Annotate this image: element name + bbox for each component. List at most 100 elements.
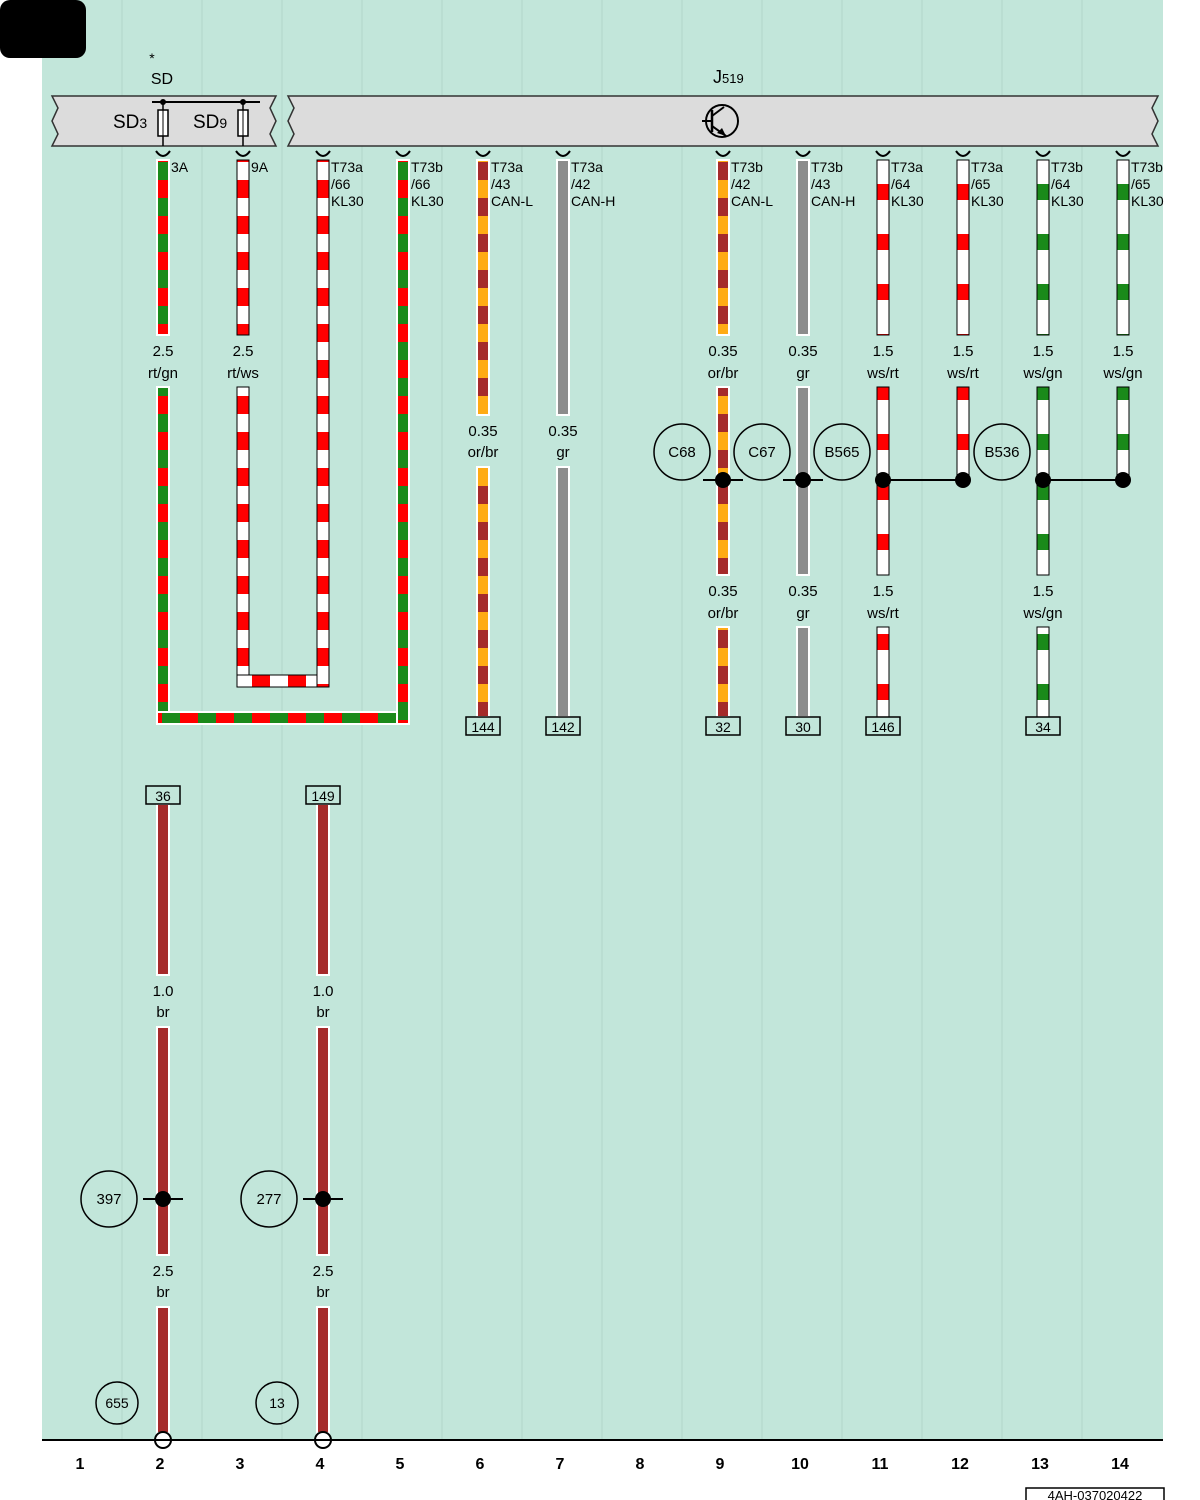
fuse-box-label: SD xyxy=(151,71,173,88)
wire-size: 1.0 xyxy=(153,983,174,1000)
track-number: 8 xyxy=(636,1456,645,1473)
ref-149: 149 xyxy=(311,788,335,804)
wire-color: ws/gn xyxy=(1022,605,1062,622)
fuse-sd9-label: SD9 xyxy=(193,112,227,133)
wire-size: 0.35 xyxy=(788,583,817,600)
page-corner-tab xyxy=(0,0,86,58)
wire-color: rt/ws xyxy=(227,365,259,382)
wire-rtgn xyxy=(156,711,410,725)
wire-size: 1.5 xyxy=(1033,583,1054,600)
pin-label: KL30 xyxy=(1051,193,1084,209)
wire-wsgn xyxy=(1116,159,1130,336)
splice-labels: C68 C67 B565 B536 397 277 655 13 xyxy=(96,444,1019,1411)
wire-color: gr xyxy=(796,365,809,382)
wire-wsrt xyxy=(876,626,890,718)
pin-label: /65 xyxy=(971,176,991,192)
wire-rtgn xyxy=(156,159,170,336)
wire-orbr xyxy=(716,626,730,718)
ground-655: 655 xyxy=(105,1395,129,1411)
track-number: 1 xyxy=(76,1456,85,1473)
wire-size: 1.5 xyxy=(873,583,894,600)
wire-br xyxy=(316,803,330,976)
wire-color: or/br xyxy=(708,365,739,382)
pin-label: /66 xyxy=(331,176,351,192)
pin-label: CAN-H xyxy=(811,193,855,209)
wire-rtws xyxy=(236,159,250,336)
wire-color: ws/rt xyxy=(866,365,899,382)
pin-label: T73b xyxy=(411,159,443,175)
wire-rtgn xyxy=(396,159,410,725)
pin-label: CAN-H xyxy=(571,193,615,209)
pin-label: /42 xyxy=(731,176,751,192)
pin-label: /43 xyxy=(811,176,831,192)
pin-labels: 3A 9A T73a /66 KL30 T73b /66 KL30 T73a /… xyxy=(171,159,1164,209)
fuse-sd3-label: SD3 xyxy=(113,112,147,133)
wire-labels: 2.5 rt/gn 2.5 rt/ws 0.35 or/br 0.35 gr 0… xyxy=(148,343,1143,1301)
pin-label: /42 xyxy=(571,176,591,192)
splice-b565: B565 xyxy=(824,444,859,461)
pin-label: KL30 xyxy=(971,193,1004,209)
pin-label: T73b xyxy=(811,159,843,175)
reference-labels: 144 142 32 30 146 34 36 149 xyxy=(155,719,1051,804)
pin-label: /64 xyxy=(891,176,911,192)
transistor-icon xyxy=(702,104,739,138)
wire-gr xyxy=(556,466,570,718)
pin-label: T73b xyxy=(731,159,763,175)
splice-c68: C68 xyxy=(668,444,696,461)
wire-color: ws/gn xyxy=(1022,365,1062,382)
splice-397: 397 xyxy=(96,1191,121,1208)
wire-br xyxy=(156,1026,170,1256)
track-number: 10 xyxy=(791,1456,809,1473)
fuse-box-sd: * SD SD3 SD9 xyxy=(50,50,278,147)
ref-146: 146 xyxy=(871,719,895,735)
wire-size: 1.0 xyxy=(313,983,334,1000)
pin-label: /43 xyxy=(491,176,511,192)
wire-color: or/br xyxy=(708,605,739,622)
wire-size: 1.5 xyxy=(1113,343,1134,360)
wire-size: 1.5 xyxy=(1033,343,1054,360)
wire-wsrt xyxy=(876,159,890,336)
wire-size: 0.35 xyxy=(708,583,737,600)
module-label: J519 xyxy=(713,67,744,87)
connector-pins xyxy=(155,150,1131,157)
track-number: 6 xyxy=(476,1456,485,1473)
ground-13: 13 xyxy=(269,1395,285,1411)
pin-label: /65 xyxy=(1131,176,1151,192)
wire-wsrt xyxy=(956,386,970,481)
wire-orbr xyxy=(716,159,730,336)
wire-size: 1.5 xyxy=(873,343,894,360)
pin-label: 3A xyxy=(171,159,189,175)
pin-label: KL30 xyxy=(1131,193,1164,209)
track-number: 12 xyxy=(951,1456,969,1473)
wire-wsgn xyxy=(1036,159,1050,336)
splice-277: 277 xyxy=(256,1191,281,1208)
wire-gr xyxy=(796,159,810,336)
track-numbers: 1 2 3 4 5 6 7 8 9 10 11 12 13 14 xyxy=(76,1456,1129,1473)
wire-gr xyxy=(796,626,810,718)
pin-label: T73b xyxy=(1131,159,1163,175)
pin-label: T73b xyxy=(1051,159,1083,175)
wire-br xyxy=(316,1306,330,1434)
wire-color: gr xyxy=(796,605,809,622)
wire-orbr xyxy=(476,466,490,718)
wire-wsrt xyxy=(956,159,970,336)
wire-color: br xyxy=(156,1284,169,1301)
wire-rtws xyxy=(236,674,330,688)
wire-color: br xyxy=(156,1004,169,1021)
doc-id-box xyxy=(1025,1487,1165,1500)
wire-rtgn xyxy=(156,386,170,725)
track-number: 5 xyxy=(396,1456,405,1473)
ref-36: 36 xyxy=(155,788,171,804)
wire-br xyxy=(156,1306,170,1434)
pin-label: T73a xyxy=(491,159,523,175)
wire-color: gr xyxy=(556,444,569,461)
wire-br xyxy=(316,1026,330,1256)
wire-size: 2.5 xyxy=(233,343,254,360)
reference-boxes xyxy=(145,716,1061,805)
track-number: 4 xyxy=(316,1456,325,1473)
track-number: 3 xyxy=(236,1456,245,1473)
wire-color: br xyxy=(316,1004,329,1021)
wire-size: 0.35 xyxy=(788,343,817,360)
module-j519: J519 xyxy=(286,67,1160,147)
